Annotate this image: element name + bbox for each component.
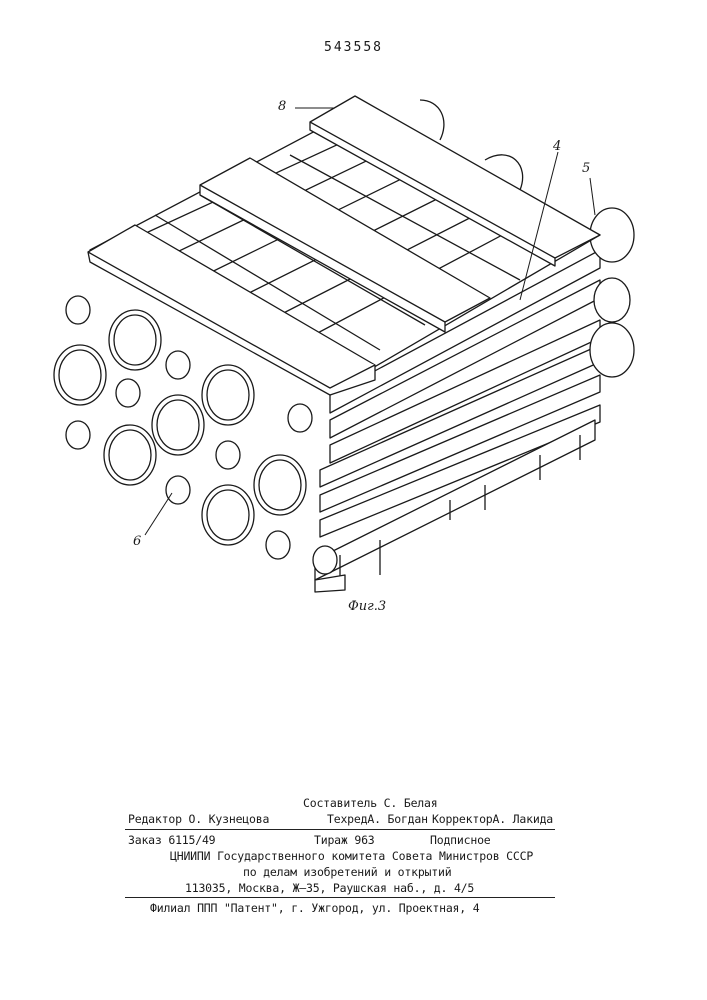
label-5: 5	[582, 161, 590, 176]
figure-caption: Фиг.3	[348, 599, 386, 614]
top-boards	[88, 96, 600, 395]
compiler: Составитель С. Белая	[303, 796, 437, 810]
patent-number: 543558	[0, 40, 707, 55]
techred: ТехредА. Богдан	[327, 812, 428, 826]
address: 113035, Москва, Ж–35, Раушская наб., д. …	[185, 881, 474, 895]
separator-bottom	[125, 897, 555, 898]
editor: Редактор О. Кузнецова	[128, 812, 269, 826]
corrector: КорректорА. Лакида	[432, 812, 553, 826]
institute: ЦНИИПИ Государственного комитета Совета …	[170, 849, 533, 863]
subscription: Подписное	[430, 833, 491, 847]
label-6: 6	[133, 534, 141, 549]
order: Заказ 6115/49	[128, 833, 215, 847]
branch: Филиал ППП "Патент", г. Ужгород, ул. Про…	[150, 901, 479, 915]
institute-sub: по делам изобретений и открытий	[243, 865, 451, 879]
separator-top	[125, 829, 555, 830]
label-8: 8	[278, 99, 286, 114]
label-4: 4	[552, 139, 561, 154]
pipe-bundle-drawing: 8 4 5 6 Фиг.3	[0, 70, 707, 630]
circulation: Тираж 963	[314, 833, 375, 847]
